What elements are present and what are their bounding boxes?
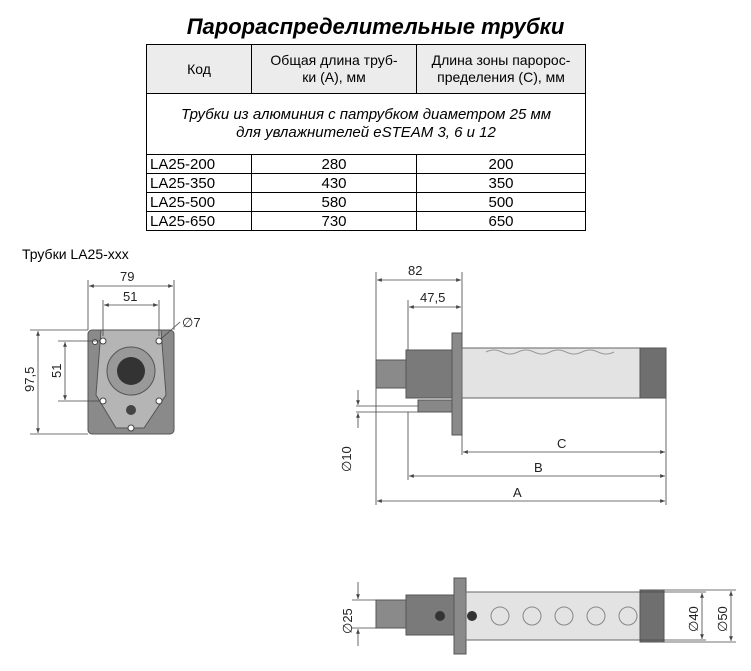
- cell-total: 730: [251, 211, 417, 231]
- table-row: LA25-350 430 350: [146, 173, 586, 193]
- steam-hole: [490, 606, 510, 626]
- drain-outlet: [417, 399, 453, 413]
- steam-hole: [618, 606, 638, 626]
- dim-length-82: 82: [408, 263, 422, 278]
- dim-hole-spacing-h: 51: [123, 289, 137, 304]
- flange-side: [451, 332, 463, 436]
- steam-tube-top: [465, 591, 641, 641]
- mount-hole: [155, 337, 163, 345]
- drain-hole: [126, 405, 136, 415]
- header-code: Код: [146, 44, 252, 94]
- tube-top-view: [375, 577, 665, 655]
- dim-flange-width: 79: [120, 269, 134, 284]
- mount-hole: [99, 337, 107, 345]
- dim-diameter-10: ∅10: [339, 446, 354, 472]
- page-title: Парораспределительные трубки: [186, 14, 565, 39]
- inlet-nozzle: [375, 359, 407, 389]
- nozzle-body-top: [405, 594, 455, 636]
- flange-top: [453, 577, 467, 655]
- tube-side-view: [375, 332, 667, 436]
- drawing-subtitle: Трубки LA25-ххх: [22, 246, 129, 262]
- mount-hole: [127, 424, 135, 432]
- inlet-nozzle-top: [375, 599, 407, 629]
- steam-tube: [461, 347, 643, 399]
- dim-label-a: A: [513, 485, 522, 500]
- tube-end-cap: [639, 347, 667, 399]
- header-code-text: Код: [187, 60, 211, 77]
- table-row: LA25-200 280 200: [146, 154, 586, 174]
- dim-label-c: C: [557, 436, 566, 451]
- cell-code: LA25-500: [146, 192, 252, 212]
- flange-front-view: [87, 329, 175, 435]
- header-total-length: Общая длина труб-ки (A), мм: [251, 44, 417, 94]
- dim-diameter-50: ∅50: [715, 606, 730, 632]
- cell-code: LA25-350: [146, 173, 252, 193]
- bolt: [467, 611, 477, 621]
- flange-dimensions: [30, 280, 181, 435]
- header-zone-length-text: Длина зоны паророс-пределения (С), мм: [431, 52, 571, 85]
- bolt: [435, 611, 445, 621]
- header-zone-length: Длина зоны паророс-пределения (С), мм: [416, 44, 586, 94]
- dim-length-47-5: 47,5: [420, 290, 445, 305]
- nozzle-bore: [117, 357, 145, 385]
- dim-hole-spacing-v: 51: [49, 364, 64, 378]
- nozzle-body: [405, 349, 457, 399]
- steam-hole: [586, 606, 606, 626]
- dim-diameter-25: ∅25: [340, 608, 355, 634]
- dim-label-b: B: [534, 460, 543, 475]
- top-dimensions: [352, 582, 736, 646]
- tube-end-cap-top: [639, 589, 665, 643]
- mount-hole: [99, 397, 107, 405]
- dim-hole-diameter: ∅7: [182, 315, 201, 330]
- spec-table: Код Общая длина труб-ки (A), мм Длина зо…: [146, 44, 586, 231]
- dim-flange-height: 97,5: [22, 367, 37, 392]
- mount-hole: [155, 397, 163, 405]
- table-note-text: Трубки из алюминия с патрубком диаметром…: [180, 106, 552, 141]
- cell-zone: 650: [416, 211, 586, 231]
- dim-diameter-40: ∅40: [686, 606, 701, 632]
- table-note-row: Трубки из алюминия с патрубком диаметром…: [146, 93, 586, 155]
- header-total-length-text: Общая длина труб-ки (A), мм: [270, 52, 398, 85]
- cell-code: LA25-200: [146, 154, 252, 174]
- steam-hole: [554, 606, 574, 626]
- mount-hole: [92, 339, 98, 345]
- tube-holes-contour: [485, 349, 615, 355]
- steam-hole: [522, 606, 542, 626]
- table-note: Трубки из алюминия с патрубком диаметром…: [146, 93, 586, 155]
- table-header-row: Код Общая длина труб-ки (A), мм Длина зо…: [146, 44, 586, 94]
- side-dimensions: [356, 272, 667, 505]
- table-row: LA25-650 730 650: [146, 211, 586, 231]
